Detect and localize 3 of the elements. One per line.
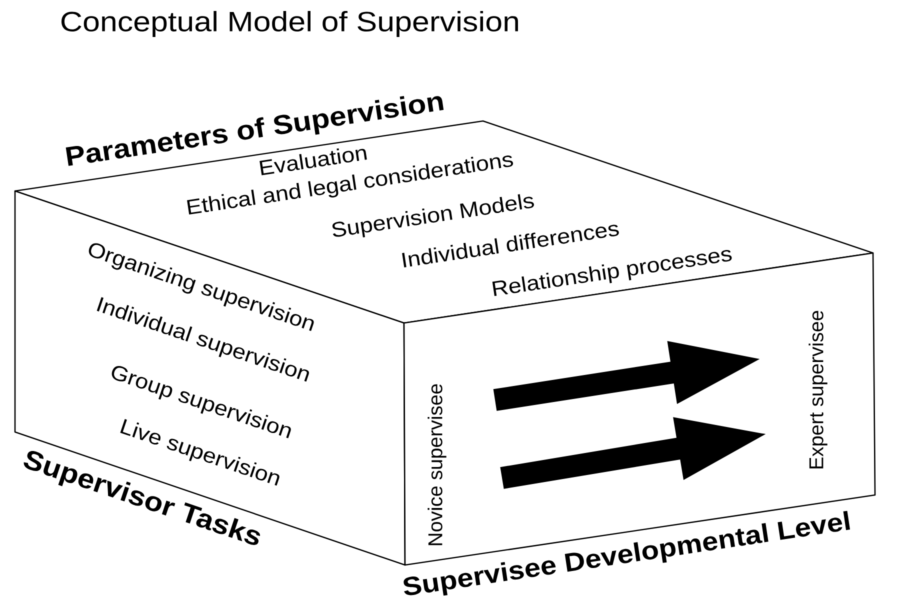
end-label: Expert supervisee: [808, 310, 828, 468]
title: Conceptual Model of Supervision: [62, 10, 518, 38]
end-label: Novice supervisee: [428, 384, 446, 546]
